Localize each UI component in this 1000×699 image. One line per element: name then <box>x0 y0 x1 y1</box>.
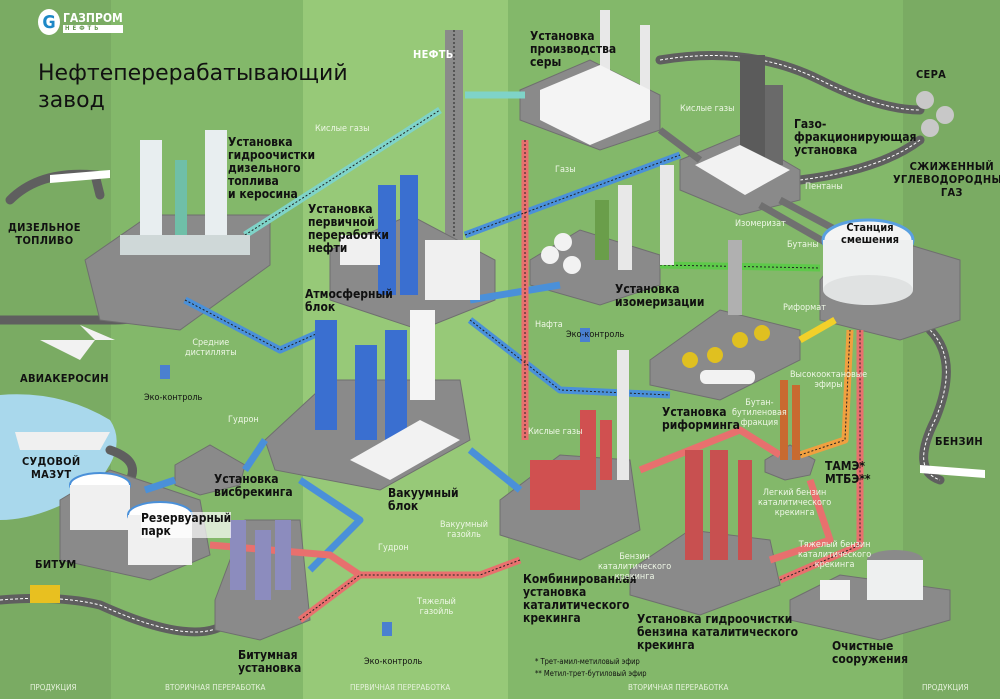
eco-control-label: Эко-контроль <box>566 330 625 340</box>
flow-gases: Газы <box>555 165 576 175</box>
unit-visbreak-label: Установка висбрекинга <box>214 472 293 499</box>
flow-cat-gasoline: Бензин каталитического крекинга <box>598 552 672 582</box>
sulfur-tanks <box>916 91 954 137</box>
pipe-butanes <box>758 201 832 249</box>
brand-sub: НЕФТЬ <box>63 24 123 33</box>
unit-gasfrac-label: Газо- фракционирующая установка <box>794 117 917 157</box>
pipe-vac-gasoil <box>467 447 523 493</box>
product-gasoline: БЕНЗИН <box>935 435 983 448</box>
legend-secondary-right: ВТОРИЧНАЯ ПЕРЕРАБОТКА <box>628 683 729 692</box>
pipe-naphtha <box>469 281 561 304</box>
treatment-unit <box>820 550 923 600</box>
flow-isomerate: Изомеризат <box>735 219 786 229</box>
roller-icon <box>30 585 60 603</box>
flow-butanes: Бутаны <box>787 240 819 250</box>
legend-secondary-left: ВТОРИЧНАЯ ПЕРЕРАБОТКА <box>165 683 266 692</box>
legend-product-right: ПРОДУКЦИЯ <box>922 683 969 692</box>
brand-logo: G ГАЗПРОМ НЕФТЬ <box>38 9 123 35</box>
flow-light-cat-gasoline: Легкий бензин каталитического крекинга <box>758 488 832 518</box>
page-title: Нефтеперерабатывающий завод <box>38 61 348 113</box>
pipe-reformate <box>798 316 837 344</box>
flow-middle-distillates: Средние дистилляты <box>185 338 237 358</box>
ethers-unit <box>780 380 800 460</box>
unit-hydro-gasoline-label: Установка гидроочистки бензина каталитич… <box>637 612 799 652</box>
hydro-diesel-unit <box>120 130 250 255</box>
product-sulfur: СЕРА <box>916 68 947 81</box>
pipe-heavy-tank <box>209 541 362 578</box>
pipe-sour-gas-3 <box>657 127 703 163</box>
pipe-visbreak-tank <box>143 476 177 494</box>
unit-reform-label: Установка риформинга <box>662 405 740 432</box>
flow-pentanes: Пентаны <box>805 182 843 192</box>
legend-product-left: ПРОДУКЦИЯ <box>30 683 77 692</box>
airplane-icon <box>40 325 115 360</box>
brand-name: ГАЗПРОМ <box>63 10 123 25</box>
unit-bitumen-label: Битумная установка <box>238 648 302 675</box>
hydro-gasoline-unit <box>685 450 752 560</box>
unit-isom-label: Установка изомеризации <box>615 282 705 309</box>
pipe-gases <box>463 151 682 239</box>
gas-station-icon <box>50 170 985 478</box>
flow-high-octane-ethers: Высокооктановые эфиры <box>790 370 868 390</box>
road-gasoline <box>919 325 951 485</box>
flow-sour-gas-2: Кислые газы <box>680 104 735 114</box>
platform-reform <box>649 309 801 401</box>
unit-atmospheric-label: Атмосферный блок <box>305 287 393 314</box>
pipe-tar-visbreak <box>242 438 268 472</box>
mixing-station <box>821 218 915 305</box>
sulfur-unit <box>540 10 650 145</box>
footnotes: * Трет-амил-метиловый эфир ** Метил-трет… <box>535 657 647 678</box>
eco-icons <box>160 328 590 636</box>
unit-vacuum-label: Вакуумный блок <box>388 486 459 513</box>
eco-control-label: Эко-контроль <box>364 657 423 667</box>
flow-sour-gas-3: Кислые газы <box>528 427 583 437</box>
vacuum-unit <box>315 310 460 480</box>
unit-treatment-label: Очистные сооружения <box>832 639 909 666</box>
flow-sour-gas-1: Кислые газы <box>315 124 370 134</box>
road-sulfur <box>655 51 925 115</box>
product-lpg: СЖИЖЕННЫЙ УГЛЕВОДОРОДНЫЙ ГАЗ <box>893 160 1000 199</box>
ship-icon <box>15 432 110 450</box>
unit-primary-label: Установка первичной переработки нефти <box>308 202 389 255</box>
flow-heavy-cat-gasoline: Тяжелый бензин каталитического крекинга <box>798 540 872 570</box>
reform-unit <box>682 240 770 384</box>
pipe-ethers <box>798 329 854 459</box>
unit-cat-cracking-label: Комбинированная установка каталитическог… <box>523 572 637 625</box>
legend-primary: ПЕРВИЧНАЯ ПЕРЕРАБОТКА <box>350 683 451 692</box>
product-diesel: ДИЗЕЛЬНОЕ ТОПЛИВО <box>8 221 81 247</box>
isom-unit <box>541 165 674 274</box>
primary-unit <box>340 175 480 300</box>
flow-butane-butylene: Бутан- бутиленовая фракция <box>732 398 787 428</box>
zone-products-left <box>0 0 111 699</box>
flow-reformate: Риформат <box>783 303 826 313</box>
flow-naphtha: Нафта <box>535 320 563 330</box>
product-jet-fuel: АВИАКЕРОСИН <box>20 372 109 385</box>
product-bitumen: БИТУМ <box>35 558 77 571</box>
platform-visbreak <box>174 444 246 496</box>
flow-tar-2: Гудрон <box>378 543 409 553</box>
pipe-butane <box>638 426 782 474</box>
flow-tar-1: Гудрон <box>228 415 259 425</box>
unit-tank-farm-label: Резервуарный парк <box>141 511 232 538</box>
pipe-pentanes <box>778 196 842 236</box>
gazprom-flame-logo-icon: G <box>38 9 60 35</box>
road-bitumen <box>0 593 235 637</box>
pipe-heavy-gasoil <box>297 556 522 623</box>
gasfrac-unit <box>695 55 790 195</box>
flow-heavy-gasoil: Тяжелый газойль <box>417 597 456 617</box>
cat-cracking-unit <box>530 350 629 510</box>
eco-control-label: Эко-контроль <box>144 393 203 403</box>
bitumen-unit <box>230 520 291 600</box>
unit-mixing-label: Станция смешения <box>840 221 900 246</box>
unit-ethers-label: ТАМЭ* МТБЭ** <box>825 459 871 486</box>
flow-vacuum-gasoil: Вакуумный газойль <box>440 520 489 540</box>
product-marine-fuel: СУДОВОЙ МАЗУТ <box>22 455 81 481</box>
unit-sulfur-label: Установка производства серы <box>530 29 617 69</box>
process-legend: ПРОДУКЦИЯ ВТОРИЧНАЯ ПЕРЕРАБОТКА ПЕРВИЧНА… <box>0 680 1000 696</box>
pipe-naphtha-reform <box>467 317 671 399</box>
unit-hydro-diesel-label: Установка гидроочистки дизельного топлив… <box>228 135 316 201</box>
pipe-light-gas <box>768 478 834 564</box>
input-crude-label: НЕФТЬ <box>413 48 454 61</box>
